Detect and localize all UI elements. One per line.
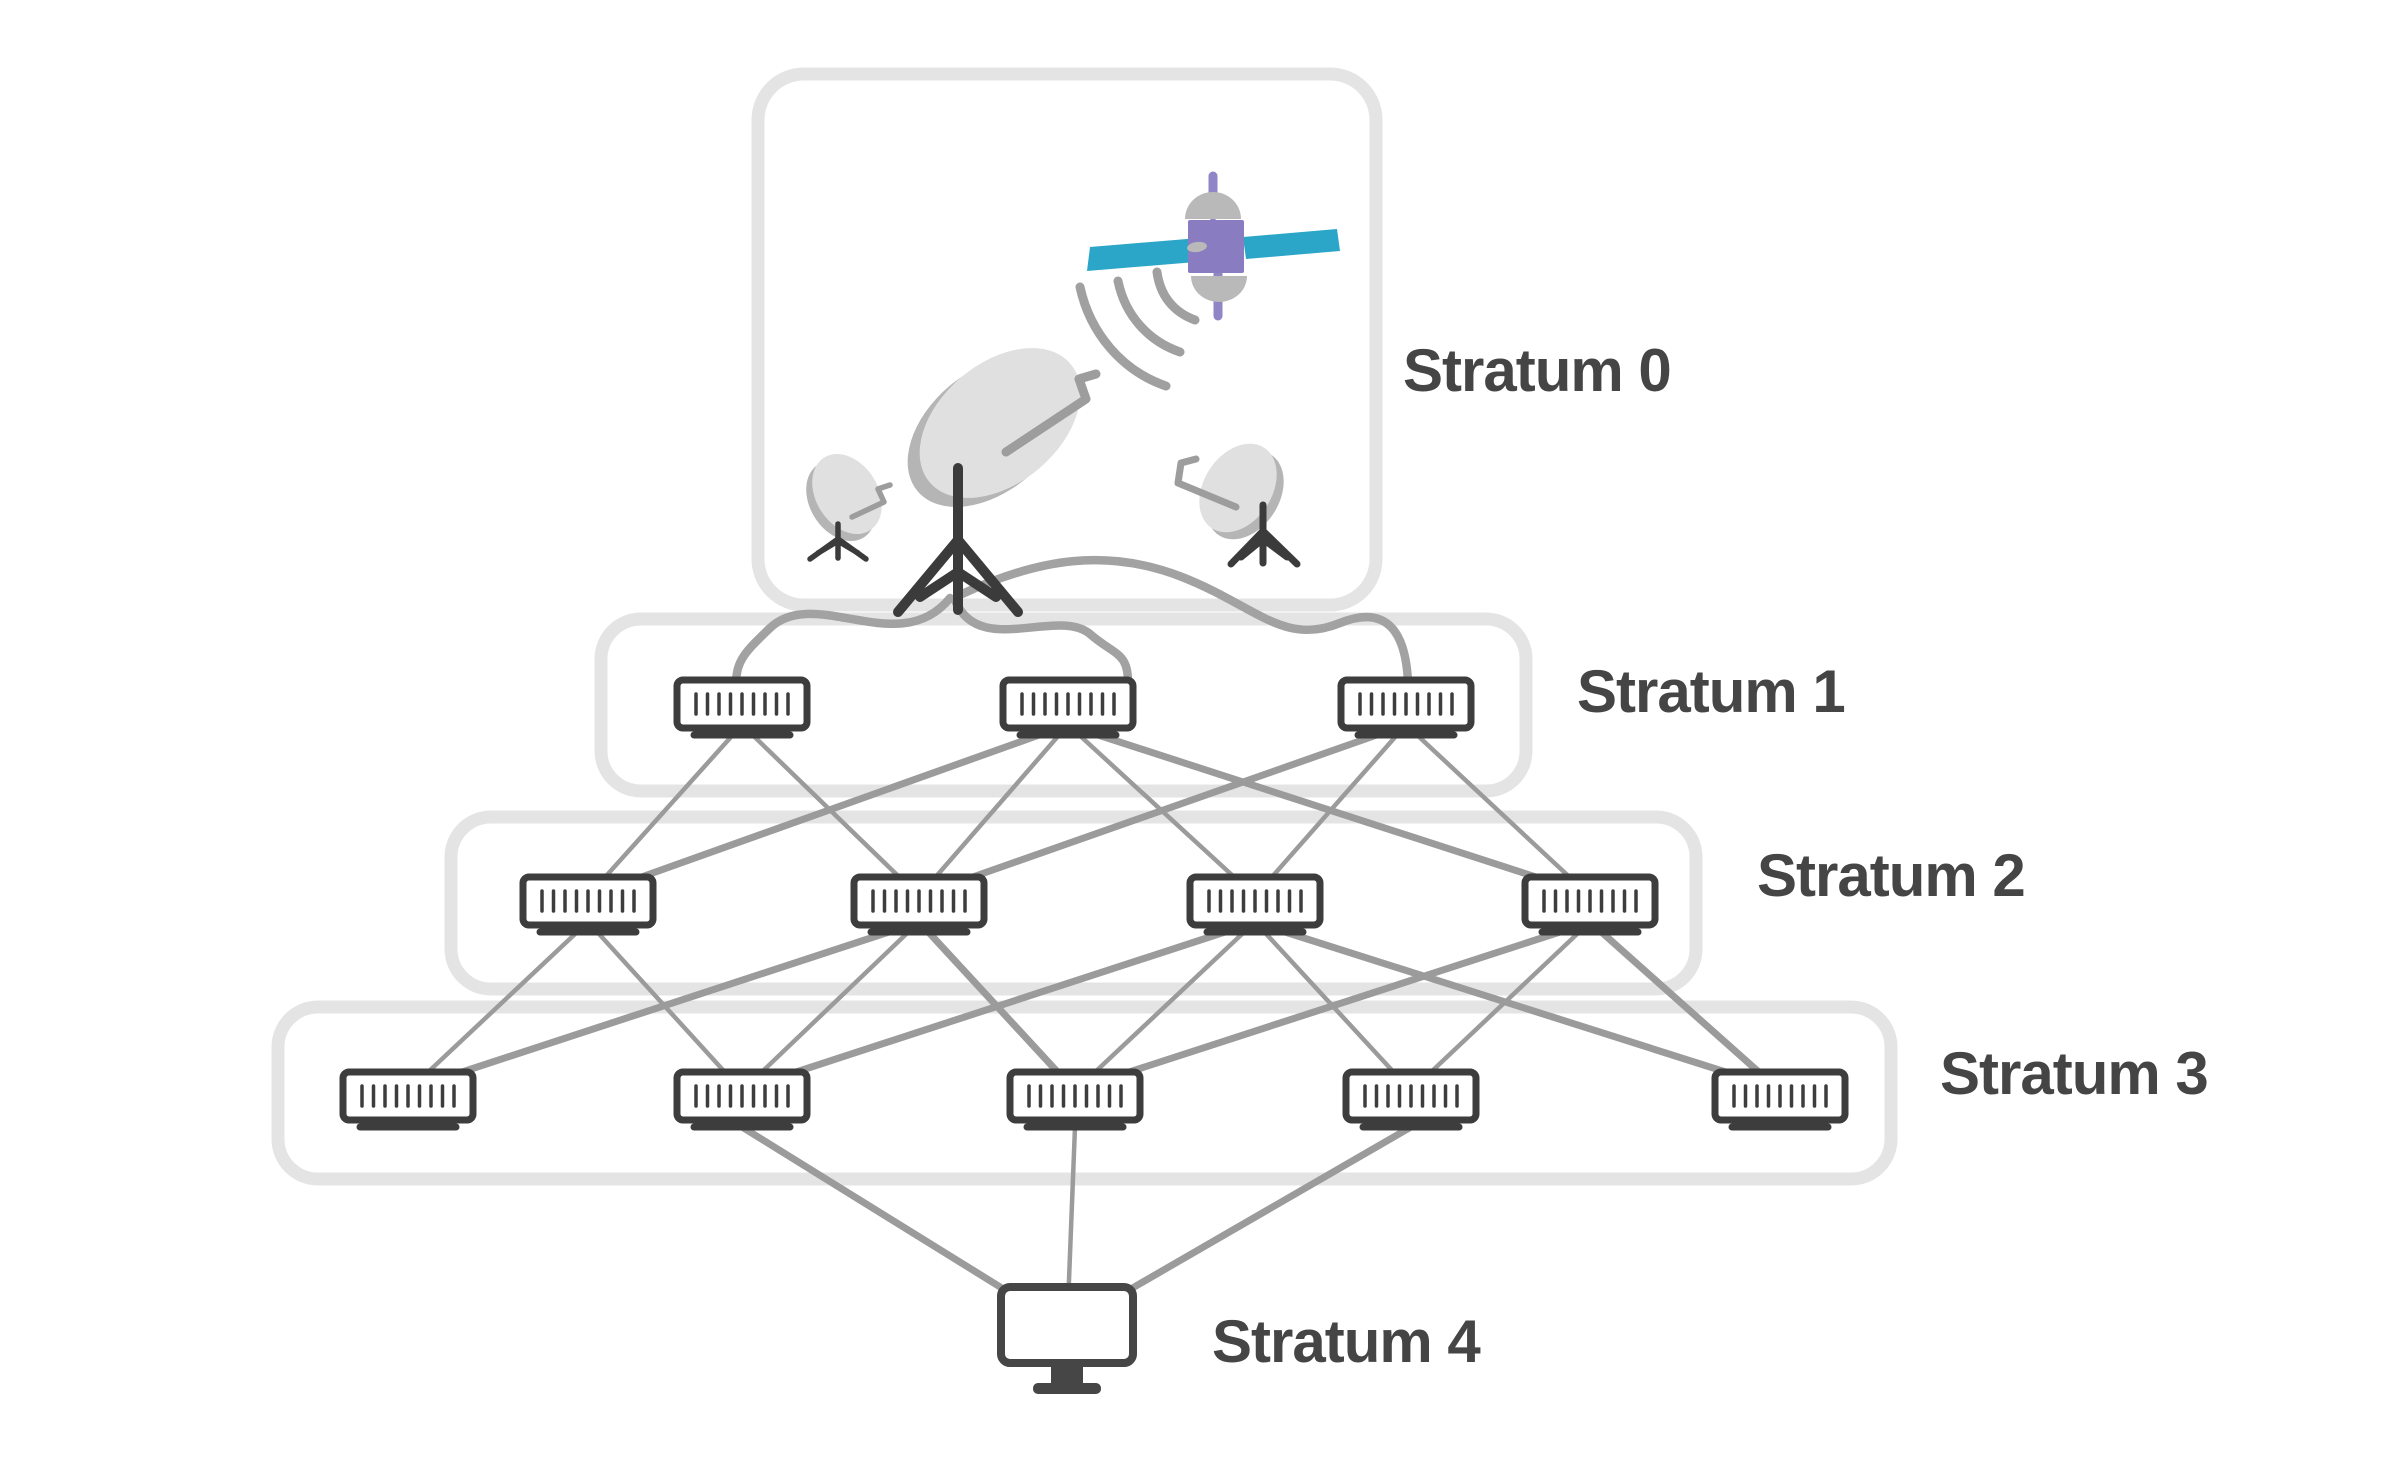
server-icon-stratum3-5 bbox=[1711, 1068, 1849, 1131]
connection-line bbox=[1127, 1123, 1413, 1294]
antenna-to-server-cables bbox=[731, 555, 1413, 687]
solar-panel-left bbox=[1087, 238, 1199, 271]
cable-to-server-1 bbox=[731, 593, 955, 687]
server-icon-stratum1-3 bbox=[1337, 676, 1475, 739]
satellite-body bbox=[1188, 220, 1244, 273]
satellite-dish-medium-icon bbox=[1174, 443, 1301, 568]
server-icon-stratum3-3 bbox=[1006, 1068, 1144, 1131]
server-icon-stratum1-2 bbox=[999, 676, 1137, 739]
connection-line bbox=[758, 930, 910, 1076]
cable-to-server-2 bbox=[950, 595, 1133, 687]
connection-line bbox=[1077, 733, 1238, 881]
connection-line bbox=[634, 731, 1041, 883]
cable-to-server-3 bbox=[957, 555, 1413, 687]
connection-line bbox=[740, 1124, 1007, 1293]
server-icon-stratum2-3 bbox=[1186, 873, 1324, 936]
connection-line bbox=[1268, 733, 1399, 881]
connection-line bbox=[424, 930, 579, 1076]
stratum-4-label: Stratum 4 bbox=[1212, 1307, 1481, 1375]
stratum-2-box bbox=[444, 810, 1703, 996]
connection-line bbox=[1599, 929, 1764, 1077]
desktop-computer-icon bbox=[997, 1283, 1137, 1394]
solar-panel-right bbox=[1243, 229, 1340, 259]
server-icon-stratum3-4 bbox=[1342, 1068, 1480, 1131]
connection-line bbox=[751, 733, 903, 881]
connection-line bbox=[1415, 733, 1574, 881]
connection-line bbox=[454, 928, 891, 1078]
connection-line bbox=[1066, 1126, 1078, 1291]
connection-line bbox=[965, 731, 1378, 883]
stratum-1-label: Stratum 1 bbox=[1577, 657, 1846, 725]
connection-line bbox=[601, 733, 735, 881]
stratum-0-illustration bbox=[806, 171, 1340, 617]
connection-line bbox=[932, 733, 1061, 881]
stratum-0-label: Stratum 0 bbox=[1403, 336, 1672, 404]
signal-waves-icon bbox=[1075, 267, 1200, 391]
stratum-3-label: Stratum 3 bbox=[1940, 1039, 2209, 1107]
server-icon-stratum3-2 bbox=[673, 1068, 811, 1131]
server-icon-stratum1-1 bbox=[673, 676, 811, 739]
server-icon-stratum2-1 bbox=[519, 873, 657, 936]
server-icon-stratum2-2 bbox=[850, 873, 988, 936]
connection-line bbox=[1262, 930, 1398, 1076]
satellite-dish-small-icon bbox=[806, 454, 893, 562]
satellite-dish-large-icon bbox=[893, 348, 1101, 617]
connection-line bbox=[1096, 731, 1544, 883]
connection-line bbox=[1121, 928, 1562, 1078]
connection-line bbox=[788, 928, 1227, 1078]
satellite-icon bbox=[1087, 171, 1340, 321]
connection-line bbox=[1283, 928, 1734, 1078]
connection-line bbox=[925, 929, 1062, 1077]
server-icon-stratum3-1 bbox=[339, 1068, 477, 1131]
server-icon-stratum2-4 bbox=[1521, 873, 1659, 936]
stratum-2-label: Stratum 2 bbox=[1757, 841, 2026, 909]
connection-line bbox=[1427, 930, 1581, 1076]
connection-line bbox=[1091, 930, 1246, 1076]
